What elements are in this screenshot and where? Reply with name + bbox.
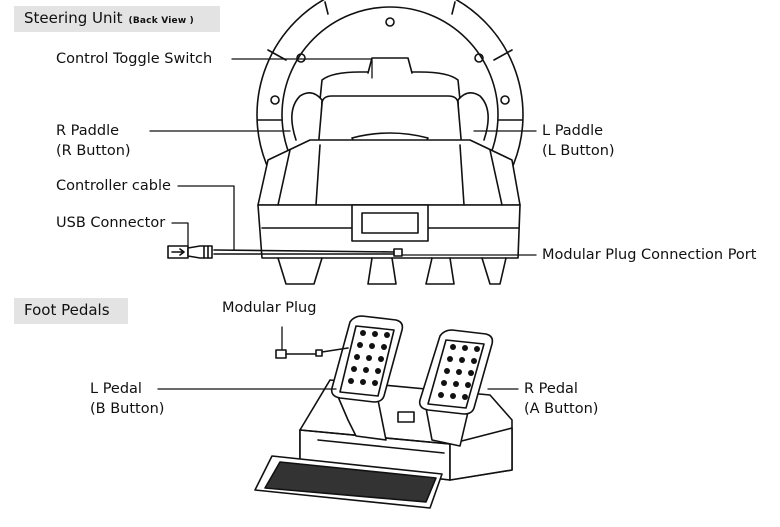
foot-pedals-title: Foot Pedals [24, 301, 110, 319]
modular-port-label: Modular Plug Connection Port [542, 247, 757, 263]
r-pedal-button: (A Button) [524, 401, 599, 417]
controller-cable [213, 249, 395, 255]
r-pedal-label: R Pedal (A Button) [524, 379, 598, 419]
l-pedal-button: (B Button) [90, 401, 165, 417]
steering-unit-subtitle: (Back View ) [128, 16, 194, 26]
usb-connector-graphic [167, 245, 213, 259]
l-paddle-button: (L Button) [542, 143, 615, 159]
l-paddle-label: L Paddle (L Button) [542, 121, 615, 161]
usb-connector-label: USB Connector [56, 215, 166, 231]
steering-unit-title: Steering Unit [24, 9, 123, 27]
pedal-grip-dots [348, 330, 480, 400]
r-paddle-button: (R Button) [56, 143, 131, 159]
steering-wheel [256, 0, 524, 285]
l-paddle-name: L Paddle [542, 123, 604, 139]
steering-unit-header: Steering Unit (Back View ) [14, 6, 220, 32]
modular-plug-cable [275, 347, 349, 359]
l-pedal-label: L Pedal (B Button) [90, 379, 164, 419]
callout-lines [149, 58, 537, 390]
l-pedal-name: L Pedal [90, 381, 142, 397]
controller-cable-label: Controller cable [56, 178, 171, 194]
modular-plug-label: Modular Plug [222, 300, 317, 316]
control-toggle-switch-label: Control Toggle Switch [56, 51, 213, 67]
r-pedal-name: R Pedal [524, 381, 578, 397]
foot-pedals-header: Foot Pedals [14, 298, 128, 324]
r-paddle-name: R Paddle [56, 123, 120, 139]
r-pedal-graphic [418, 329, 494, 447]
r-paddle-label: R Paddle (R Button) [56, 121, 131, 161]
